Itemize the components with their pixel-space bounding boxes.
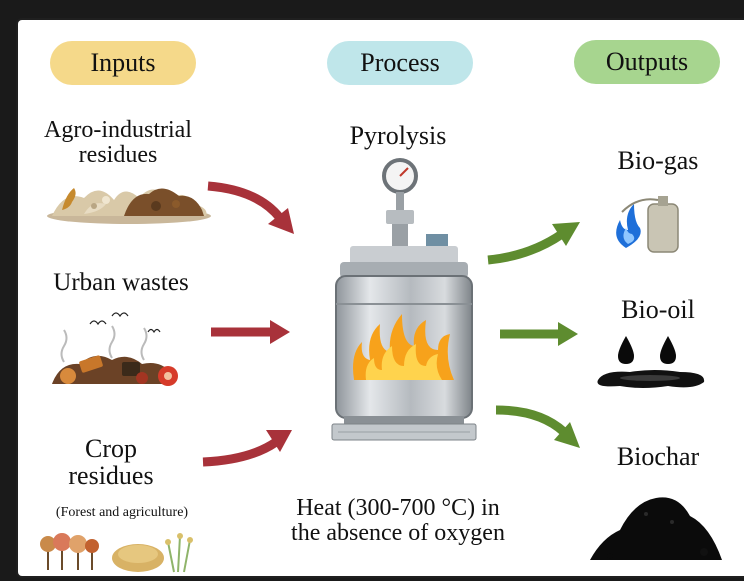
biochar-label: Biochar xyxy=(616,442,700,471)
urban-wastes-image xyxy=(52,312,178,386)
pyrolysis-label: Pyrolysis xyxy=(349,121,447,150)
biogas-arrow xyxy=(487,222,580,265)
biooil-image xyxy=(597,336,705,388)
pyrolysis-reactor-image xyxy=(331,158,477,441)
oil-drop-icon xyxy=(660,336,676,364)
gas-cylinder-icon xyxy=(621,196,679,253)
agro-residues-image xyxy=(47,188,211,224)
outputs-header: Outputs xyxy=(574,40,720,84)
diagram-panel: Inputs Process Outputs Agro-industrial r… xyxy=(16,18,744,578)
agro-arrow xyxy=(207,181,294,234)
urban-arrow xyxy=(211,320,290,344)
inputs-header: Inputs xyxy=(50,41,196,85)
crop-arrow xyxy=(202,430,292,467)
gas-flame-icon xyxy=(616,204,641,248)
crop-residues-note: (Forest and agriculture) xyxy=(55,505,189,520)
input-arrows xyxy=(202,181,580,467)
process-header: Process xyxy=(327,41,473,85)
agro-industrial-label: Agro-industrial residues xyxy=(44,117,192,169)
biochar-image xyxy=(590,497,722,560)
crop-residues-image xyxy=(40,533,193,573)
pressure-gauge-icon xyxy=(382,158,418,250)
biochar-arrow xyxy=(495,405,580,448)
biooil-arrow xyxy=(500,322,578,346)
biogas-image xyxy=(616,196,679,253)
heat-condition-label: Heat (300-700 °C) in the absence of oxyg… xyxy=(291,495,505,547)
biooil-label: Bio-oil xyxy=(621,295,695,324)
biogas-label: Bio-gas xyxy=(617,146,699,175)
urban-wastes-label: Urban wastes xyxy=(53,269,189,296)
crop-residues-label: Crop residues xyxy=(68,434,154,491)
oil-drop-icon xyxy=(618,336,634,364)
tree-row xyxy=(40,533,99,570)
flame-icon xyxy=(353,314,454,380)
